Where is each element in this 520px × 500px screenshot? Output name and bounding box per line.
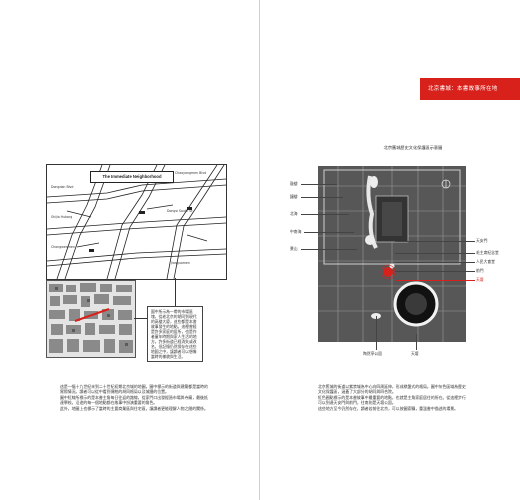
leader-l3 [304, 232, 354, 233]
beijing-old-city-map [318, 166, 466, 342]
callout-text-box: 圖中所示為一帶的市場區塊，從老北京的胡同到現代的高樓大廈，這些都是本書故事發生的… [147, 306, 203, 362]
street-label-mr: Dongsi South St [167, 209, 193, 213]
aerial-map-drawing [47, 281, 135, 357]
map-label-r3: 前門 [476, 268, 484, 273]
leader-l2 [301, 214, 349, 215]
leader-r3 [395, 271, 475, 272]
street-label-ml: Shijia Hutong [51, 215, 73, 219]
leader-b1 [416, 334, 417, 350]
map-label-l1: 鐘樓 [290, 194, 298, 199]
street-label-tr: Chaoyangmen Blvd [175, 171, 207, 175]
street-label-tl: Dongdan Blvd [51, 185, 74, 189]
right-page-body: 北京舊城的街道以紫禁城為中心向四周延伸，形成棋盤式的格局。圖中灰色區域為歷史文化… [318, 384, 466, 411]
leader-r2 [395, 262, 475, 263]
city-map-drawing [318, 166, 466, 342]
map-label-b1: 天壇 [411, 351, 419, 356]
leader-r1 [395, 253, 475, 254]
callout-leader-h [134, 318, 148, 319]
street-map-figure: The Immediate Neighborhood Dongdan Blvd … [46, 164, 227, 280]
street-map-title: The Immediate Neighborhood [90, 171, 174, 183]
map-label-l4: 景山 [290, 246, 298, 251]
map-label-r1: 毛主席紀念堂 [476, 250, 499, 255]
leader-l4 [301, 249, 357, 250]
map-label-b0: 陶然亭公園 [363, 351, 382, 356]
city-map-caption: 北京舊城歷史文化保護區示意圖 [383, 145, 443, 150]
leader-l1 [301, 197, 343, 198]
map-label-l2: 北海 [290, 211, 298, 216]
leader-r0 [395, 241, 475, 242]
page-gutter [259, 0, 260, 500]
callout-leader-v [175, 278, 176, 306]
map-label-l3: 中南海 [290, 229, 302, 234]
street-label-bl: Chongwenmen [51, 245, 75, 249]
map-label-l0: 鼓樓 [290, 181, 298, 186]
chapter-banner: 北京書城：本書故事所在地 [420, 78, 520, 100]
street-label-br: Jianguomen [171, 261, 190, 265]
map-label-r2: 人民大會堂 [476, 259, 495, 264]
map-label-r4: 天壇 [476, 277, 484, 282]
old-city-aerial-map [46, 280, 136, 358]
leader-l0 [301, 184, 337, 185]
callout-text: 圖中所示為一帶的市場區塊，從老北京的胡同到現代的高樓大廈，這些都是本書故事發生的… [151, 309, 197, 359]
map-label-r0: 天安門 [476, 238, 488, 243]
leader-r4 [395, 280, 475, 281]
leader-b0 [376, 316, 377, 350]
left-page-body: 這是一幅十九世紀末到二十世紀初期北京城的地圖，圖中標示的街道與建築都是當時的實際… [60, 384, 208, 411]
